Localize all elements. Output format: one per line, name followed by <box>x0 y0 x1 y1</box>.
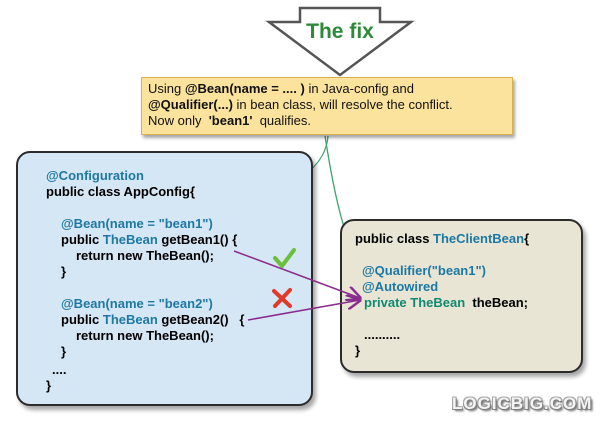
note-text: qualifies. <box>252 113 312 128</box>
code-type-token: TheBean <box>410 295 466 310</box>
fix-banner-label: The fix <box>306 20 374 43</box>
get-bean1-signature: public TheBean getBean1() { <box>61 232 237 248</box>
note-bold-text: 'bean1' <box>208 113 253 128</box>
get-bean1-close: } <box>61 264 67 279</box>
code-type-token: TheClientBean <box>433 231 525 246</box>
code-type-token: TheBean <box>102 232 158 247</box>
code-token: { <box>524 231 530 246</box>
code-token: public class <box>355 231 434 246</box>
note-bold-text: @Qualifier(...) <box>148 97 233 112</box>
app-config-class-declaration: public class AppConfig{ <box>46 184 196 199</box>
note-line-3: Now only 'bean1' qualifies. <box>148 113 512 129</box>
config-ellipsis: .... <box>52 362 67 377</box>
client-bean-class-declaration: public class TheClientBean{ <box>355 231 529 247</box>
client-ellipsis: .......... <box>364 327 401 342</box>
code-token: private <box>364 295 411 310</box>
note-line-2: @Qualifier(...) in bean class, will reso… <box>148 97 512 113</box>
configuration-annotation: @Configuration <box>46 168 144 183</box>
code-token: theBean; <box>465 295 528 310</box>
client-bean-class-close: } <box>355 343 361 358</box>
note-text: Using <box>148 81 185 96</box>
code-token: public <box>61 232 103 247</box>
note-line-1: Using @Bean(name = .... ) in Java-config… <box>148 81 512 97</box>
get-bean2-return: return new TheBean(); <box>76 328 214 343</box>
get-bean2-close: } <box>61 344 67 359</box>
autowired-annotation: @Autowired <box>362 279 439 294</box>
check-icon <box>273 248 296 268</box>
client-bean-code-box: public class TheClientBean{ @Qualifier("… <box>340 219 583 373</box>
code-token: getBean1() { <box>157 232 238 247</box>
injected-field-declaration: private TheBean theBean; <box>364 295 528 311</box>
note-text: in bean class, will resolve the conflict… <box>232 97 453 112</box>
get-bean1-return: return new TheBean(); <box>76 248 214 263</box>
code-type-token: TheBean <box>102 312 158 327</box>
bean1-to-field-arrow <box>233 250 360 298</box>
note-bold-text: @Bean(name = .... ) <box>184 81 305 96</box>
logicbig-watermark: LOGICBIG.COM <box>452 394 593 413</box>
code-token: public <box>61 312 103 327</box>
cross-icon <box>272 288 292 308</box>
app-config-class-close: } <box>46 378 52 393</box>
code-token: getBean2() { <box>157 312 245 327</box>
note-text: in Java-config and <box>304 81 414 96</box>
bean2-annotation: @Bean(name = "bean2") <box>61 296 213 311</box>
get-bean2-signature: public TheBean getBean2() { <box>61 312 244 328</box>
qualifier-annotation: @Qualifier("bean1") <box>362 263 486 278</box>
note-text: Now only <box>148 113 209 128</box>
bean1-annotation: @Bean(name = "bean1") <box>61 216 213 231</box>
fix-banner-shape <box>265 6 415 77</box>
app-config-code-box: @Configuration public class AppConfig{ @… <box>16 151 313 406</box>
explanation-note: Using @Bean(name = .... ) in Java-config… <box>141 77 513 135</box>
bean2-to-field-arrow <box>247 300 360 321</box>
